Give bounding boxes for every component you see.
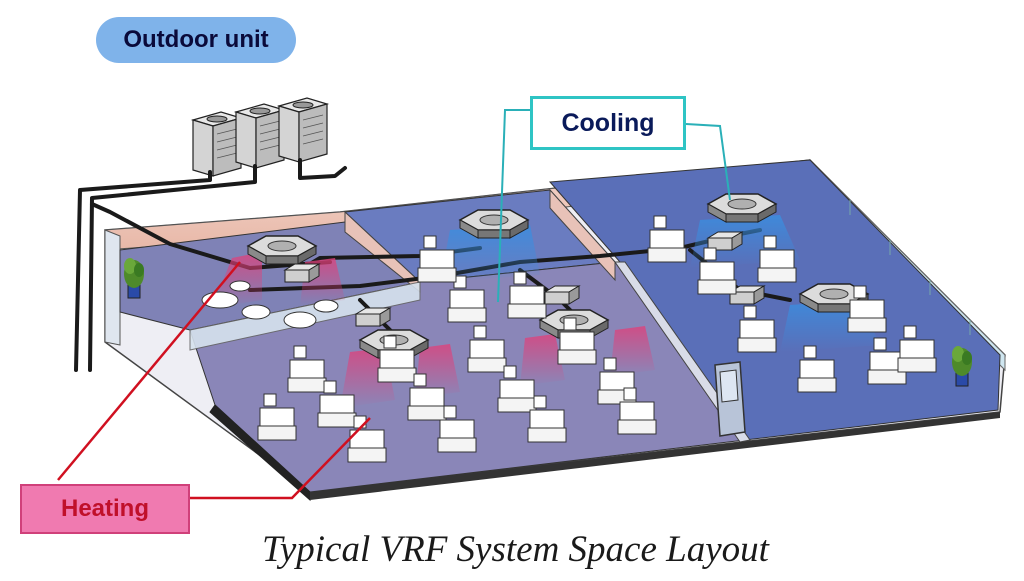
front-wall: [310, 412, 1000, 500]
heating-label: Heating: [20, 484, 190, 534]
right-wall-windows: [849, 200, 971, 335]
cooling-label: Cooling: [530, 96, 686, 150]
partition-wall-3: [614, 261, 751, 443]
outdoor-unit-icon: [190, 97, 330, 177]
door-icon: [714, 361, 746, 437]
outdoor-unit-label: Outdoor unit: [96, 17, 296, 63]
diagram-caption: Typical VRF System Space Layout: [262, 529, 769, 570]
cooling-leader-lines: [497, 109, 731, 303]
heating-leader-lines: [57, 261, 371, 500]
left-wall: [104, 229, 121, 346]
